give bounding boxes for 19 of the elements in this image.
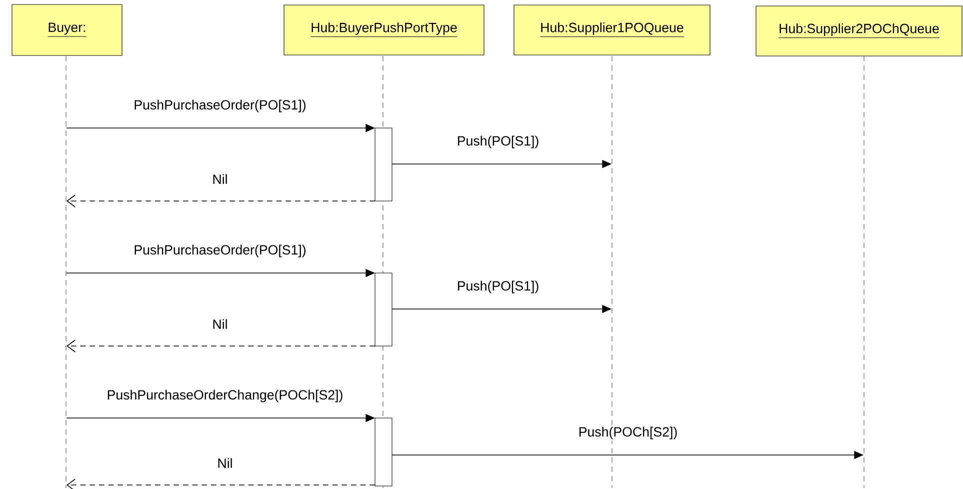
- participant-box: Hub:Supplier1POQueue: [514, 4, 710, 56]
- message-arrow: [66, 478, 376, 489]
- participant-box: Hub:Supplier2POChQueue: [756, 6, 962, 56]
- message-label: Nil: [210, 318, 230, 330]
- activation-bar: [374, 418, 392, 486]
- message-label: PushPurchaseOrderChange(POCh[S2]): [105, 388, 345, 404]
- message-label: Nil: [216, 456, 234, 470]
- message-arrow: [66, 194, 376, 208]
- message-label: Push(PO[S1]): [456, 134, 540, 150]
- message-label: Push(POCh[S2]): [577, 425, 679, 441]
- message-arrow: [66, 340, 376, 352]
- participant-box: Hub:BuyerPushPortType: [284, 4, 484, 56]
- message-label: PushPurchaseOrder(PO[S1]): [132, 243, 308, 259]
- activation-bar: [374, 272, 392, 346]
- message-label: Nil: [210, 172, 230, 186]
- activation-bar: [374, 128, 392, 202]
- participant-box: Buyer:: [12, 4, 122, 56]
- message-label: PushPurchaseOrder(PO[S1]): [132, 98, 308, 114]
- message-label: Push(PO[S1]): [456, 279, 540, 295]
